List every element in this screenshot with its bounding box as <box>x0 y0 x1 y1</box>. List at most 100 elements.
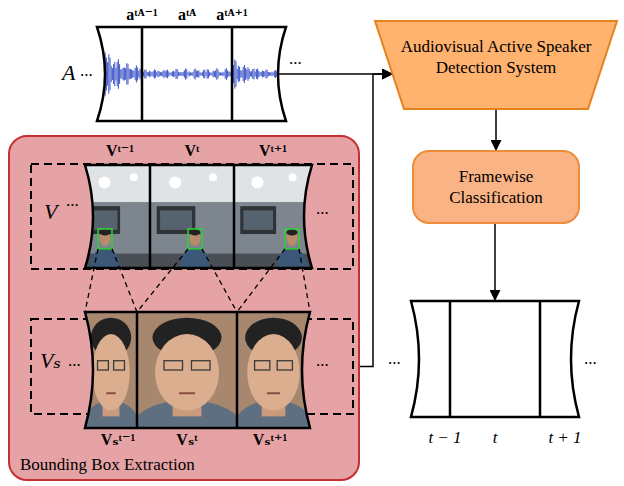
continuation-ellipsis: ... <box>68 352 81 369</box>
output-frame-strip-graphic <box>410 300 580 418</box>
continuation-ellipsis: ... <box>316 200 329 217</box>
classification-box: Framewise Classification <box>412 150 580 224</box>
frame-divider <box>449 301 452 417</box>
face-mouth <box>267 392 280 394</box>
strip-outline <box>85 312 310 428</box>
audio-frame-label: aᵗᴬ⁻¹ <box>126 5 157 24</box>
person-body <box>90 248 120 284</box>
frame-ceiling <box>234 165 312 202</box>
face-symbol: Vₛ <box>40 348 61 374</box>
frame-divider <box>231 27 234 121</box>
glasses-lens <box>98 361 109 370</box>
frame-wall <box>85 165 150 268</box>
crop-guide-line <box>137 249 188 312</box>
frame-divider <box>539 301 542 417</box>
audio-waveform-strip-graphic <box>96 26 287 122</box>
video-frame-label: Vᵗ <box>185 141 200 160</box>
video-frame-label: Vᵗ⁻¹ <box>106 141 134 160</box>
person-hair <box>287 229 298 235</box>
face-skin <box>247 334 300 411</box>
person-hair <box>190 229 201 235</box>
ceiling-light <box>251 177 263 189</box>
waveform-group <box>98 49 284 99</box>
face-mouth <box>106 392 115 394</box>
connector-arrow <box>495 110 497 150</box>
video-frame-row: VVᵗ⁻¹VᵗVᵗ⁺¹ <box>30 163 354 270</box>
video-frame-row-graphic <box>30 163 354 270</box>
face-frame-label: Vₛᵗ⁻¹ <box>101 430 136 449</box>
face-bounding-box <box>188 229 202 249</box>
crop-guide-line <box>237 249 285 312</box>
frame-ceiling <box>150 165 234 202</box>
monitor-screen <box>160 210 192 230</box>
crop-guide-line <box>112 249 137 312</box>
monitor-screen <box>93 210 118 230</box>
bounding-box-panel: Bounding Box ExtractionVVᵗ⁻¹VᵗVᵗ⁺¹VₛVₛᵗ⁻… <box>8 135 360 481</box>
continuation-ellipsis: ... <box>316 352 329 369</box>
rounded-box-shape <box>413 151 579 223</box>
frame-divider <box>233 165 236 268</box>
frame-monitor <box>157 206 196 234</box>
trapezoid-shape <box>375 21 617 109</box>
frame-monitor <box>240 206 276 234</box>
person-hair <box>100 229 111 235</box>
ceiling-light <box>169 177 181 189</box>
time-index: t <box>493 428 498 448</box>
face-crops <box>82 312 313 456</box>
frame-divider <box>149 165 152 268</box>
face-bounding-box <box>98 229 112 249</box>
ceiling-light <box>289 173 297 181</box>
strip-outline <box>411 301 579 417</box>
continuation-ellipsis: ... <box>80 62 93 79</box>
time-index: t + 1 <box>548 428 581 448</box>
video-symbol: V <box>44 199 57 225</box>
detector-title: Audiovisual Active Speaker Detection Sys… <box>386 36 606 79</box>
frame-ceiling <box>85 165 150 202</box>
face-skin <box>92 334 129 411</box>
frame-divider <box>141 27 144 121</box>
glasses-lens <box>191 361 210 370</box>
frame-divider <box>236 312 239 428</box>
time-index: t − 1 <box>428 428 461 448</box>
face-mouth <box>179 392 195 394</box>
ceiling-light <box>99 177 111 189</box>
face-skin <box>155 334 219 411</box>
video-frame-label: Vᵗ⁺¹ <box>259 141 287 160</box>
face-frame-label: Vₛᵗ <box>176 430 197 449</box>
continuation-ellipsis: ... <box>289 50 302 67</box>
connector-arrow <box>494 224 496 300</box>
frame-divider <box>136 312 139 428</box>
monitor-screen <box>243 210 273 230</box>
person-body <box>277 248 307 284</box>
detector-trapezoid: Audiovisual Active Speaker Detection Sys… <box>374 20 618 110</box>
audio-frame-label: aᵗᴬ <box>178 5 196 24</box>
crop-guide-line <box>85 249 98 312</box>
person-body <box>180 248 210 284</box>
audio-waveform <box>98 49 284 99</box>
strip-ground <box>97 27 286 121</box>
crop-guide-line <box>202 249 237 312</box>
glasses-lens <box>114 361 125 370</box>
audio-waveform-strip: Aaᵗᴬ⁻¹aᵗᴬaᵗᴬ⁺¹ <box>96 26 287 122</box>
panel-shape <box>9 136 359 480</box>
face-frame-label: Vₛᵗ⁺¹ <box>253 430 288 449</box>
classification-box-graphic <box>412 150 580 224</box>
strip-outline <box>97 27 286 121</box>
classification-title: Framewise Classification <box>426 166 566 209</box>
face-bounding-box <box>285 229 299 249</box>
continuation-ellipsis: ... <box>66 192 79 209</box>
strip-outline <box>85 165 312 268</box>
ceiling-light <box>209 173 217 181</box>
ceiling-light <box>130 173 138 181</box>
continuation-ellipsis: ... <box>388 350 401 367</box>
strip-ground <box>411 301 579 417</box>
glasses-lens <box>277 361 292 370</box>
audio-frame-label: aᵗᴬ⁺¹ <box>216 5 247 24</box>
output-frame-strip: t − 1tt + 1 <box>410 300 580 418</box>
glasses-lens <box>164 361 183 370</box>
audio-symbol: A <box>62 60 75 86</box>
glasses-lens <box>255 361 270 370</box>
crop-guide-line <box>299 249 310 312</box>
panel-title: Bounding Box Extraction <box>20 455 195 475</box>
continuation-ellipsis: ... <box>584 350 597 367</box>
